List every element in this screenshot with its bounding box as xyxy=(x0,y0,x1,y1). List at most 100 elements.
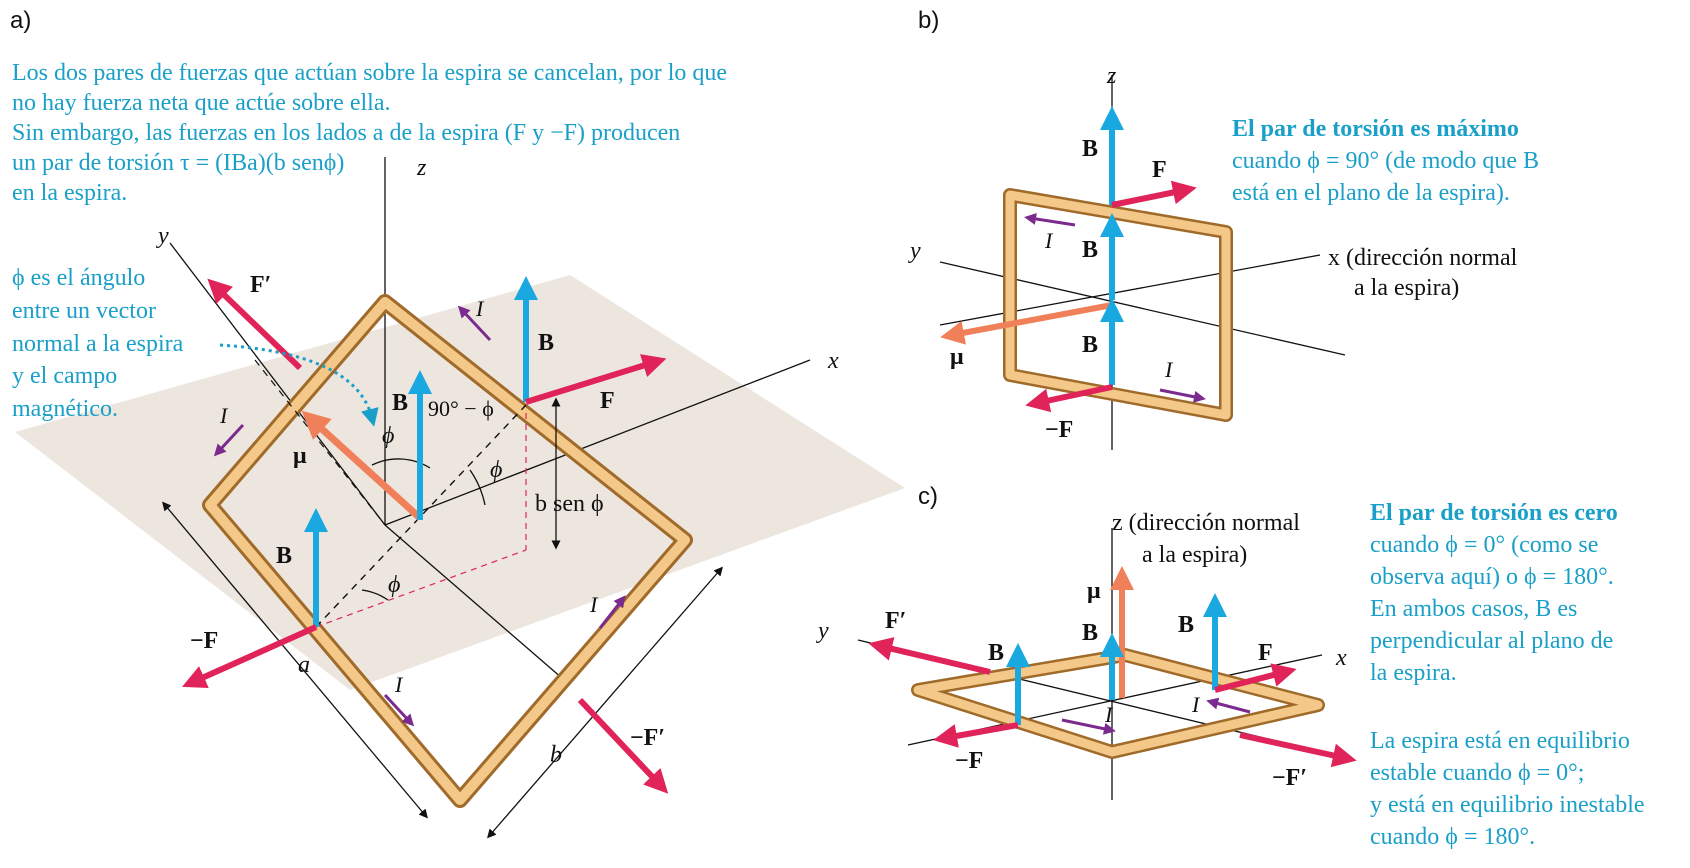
b-x-label-2: a la espira) xyxy=(1354,275,1459,301)
a-caption-line-5: en la espira. xyxy=(12,180,127,206)
c-equilibrium-4: cuando ϕ = 180°. xyxy=(1370,824,1535,850)
b-label-center: B xyxy=(392,390,408,416)
panel-label-c: c) xyxy=(918,483,938,510)
c-force-f xyxy=(1214,663,1297,693)
phi-label-1: ϕ xyxy=(382,423,394,449)
c-text-2: observa aquí) o ϕ = 180°. xyxy=(1370,564,1614,590)
a-side-label: a xyxy=(298,652,310,678)
b-x-axis xyxy=(939,254,1321,326)
b-current-arrow-2 xyxy=(1159,388,1206,403)
phi-note-4: y el campo xyxy=(12,363,117,389)
y-axis xyxy=(169,242,386,526)
a-caption-line-3: Sin embargo, las fuerzas en los lados a … xyxy=(12,120,680,146)
b-label-bottom: B xyxy=(1082,332,1098,358)
f-label: F xyxy=(600,388,615,414)
i-label-1: I xyxy=(475,296,485,321)
b-current-loop xyxy=(1005,190,1231,420)
a-dimension-line xyxy=(162,501,428,819)
c-b-label-3: B xyxy=(1178,612,1194,638)
force-f-prime xyxy=(207,278,303,371)
c-equilibrium-3: y está en equilibrio inestable xyxy=(1370,792,1645,818)
b-f-label: F xyxy=(1152,157,1167,183)
current-arrow-3 xyxy=(598,595,626,629)
current-arrow-4 xyxy=(383,693,415,727)
c-b-label-2: B xyxy=(1082,620,1098,646)
current-arrow-2 xyxy=(213,423,245,457)
force-minus-f-prime xyxy=(577,697,669,794)
a-mu-label: μ xyxy=(293,443,307,469)
a-z-label: z xyxy=(416,155,427,181)
b-text-1: cuando ϕ = 90° (de modo que B xyxy=(1232,148,1539,174)
normal-dashed xyxy=(254,359,386,526)
c-force-f-prime xyxy=(868,637,991,675)
phi-note-5: magnético. xyxy=(12,396,118,422)
c-mu-label: μ xyxy=(1087,578,1101,604)
c-force-minus-f-prime xyxy=(1239,732,1357,768)
c-b-label-1: B xyxy=(988,640,1004,666)
phi-arc-top xyxy=(371,458,431,469)
minus-f-prime-label: −F′ xyxy=(630,725,665,751)
a-y-label: y xyxy=(156,223,169,249)
c-x-label: x xyxy=(1335,645,1347,671)
b-mu-label: μ xyxy=(950,344,964,370)
c-z-label-2: a la espira) xyxy=(1142,542,1247,568)
phi-label-2: ϕ xyxy=(490,457,502,483)
b-i-label-1: I xyxy=(1044,228,1054,253)
b-label-left: B xyxy=(276,543,292,569)
c-f-label: F xyxy=(1258,640,1273,666)
i-label-2: I xyxy=(219,403,229,428)
b-z-label: z xyxy=(1106,63,1117,89)
c-z-label-1: z (dirección normal xyxy=(1112,510,1300,536)
c-text-4: perpendicular al plano de xyxy=(1370,628,1613,654)
b-text-2: está en el plano de la espira). xyxy=(1232,180,1510,206)
b-label-middle: B xyxy=(1082,237,1098,263)
c-current-arrow-1 xyxy=(1061,718,1116,735)
b-x-label-1: x (dirección normal xyxy=(1328,245,1518,271)
phi-note-2: entre un vector xyxy=(12,298,156,324)
a-caption-line-4: un par de torsión τ = (IBa)(b senϕ) xyxy=(12,150,344,176)
c-minus-f-prime-label: −F′ xyxy=(1272,765,1307,791)
angle-90-minus-phi: 90° − ϕ xyxy=(428,396,494,421)
b-minus-f-label: −F xyxy=(1045,417,1073,443)
a-x-label: x xyxy=(827,348,839,374)
c-i-label-1: I xyxy=(1104,702,1114,727)
c-f-prime-label: F′ xyxy=(885,608,906,634)
b-force-minus-f xyxy=(1025,384,1113,413)
mu-vector xyxy=(301,410,423,521)
c-text-3: En ambos casos, B es xyxy=(1370,596,1577,622)
c-minus-f-label: −F xyxy=(955,748,983,774)
phi-note-3: normal a la espira xyxy=(12,331,184,357)
current-loop xyxy=(205,297,690,805)
c-equilibrium-1: La espira está en equilibrio xyxy=(1370,728,1630,754)
x-axis xyxy=(384,359,811,526)
force-minus-f xyxy=(182,624,318,689)
i-label-3: I xyxy=(589,592,599,617)
current-arrow-1 xyxy=(457,305,492,342)
c-equilibrium-2: estable cuando ϕ = 0°; xyxy=(1370,760,1584,786)
c-current-loop xyxy=(913,650,1323,757)
b-side-label: b xyxy=(550,742,562,768)
c-title: El par de torsión es cero xyxy=(1370,500,1618,526)
phi-note-1: ϕ es el ángulo xyxy=(12,265,145,291)
minus-f-label: −F xyxy=(190,628,218,654)
phi-label-3: ϕ xyxy=(388,572,400,598)
b-i-label-2: I xyxy=(1164,357,1174,382)
f-prime-label: F′ xyxy=(250,272,271,298)
c-text-5: la espira. xyxy=(1370,660,1457,686)
c-text-1: cuando ϕ = 0° (como se xyxy=(1370,532,1598,558)
b-mu-vector xyxy=(940,302,1113,345)
b-y-axis xyxy=(939,261,1346,356)
b-y-label: y xyxy=(908,238,921,264)
b-dimension-line xyxy=(487,566,723,839)
a-caption-line-1: Los dos pares de fuerzas que actúan sobr… xyxy=(12,60,727,86)
phi-note-pointer xyxy=(219,343,379,427)
b-current-arrow-1 xyxy=(1024,212,1076,227)
b-force-f xyxy=(1111,180,1197,208)
b-label-right: B xyxy=(538,330,554,356)
a-caption-line-2: no hay fuerza neta que actúe sobre ella. xyxy=(12,90,390,116)
c-force-minus-f xyxy=(933,722,1019,748)
b-label-top: B xyxy=(1082,136,1098,162)
phi-arc-bottom xyxy=(361,589,389,601)
panel-label-b: b) xyxy=(918,7,939,34)
